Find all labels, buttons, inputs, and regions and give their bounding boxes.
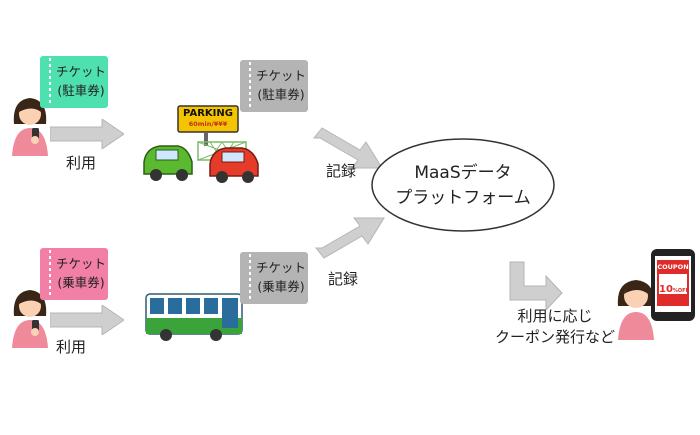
issued-bus-ticket-text: チケット (乗車券) xyxy=(256,260,307,294)
coupon-discount-value: 10 xyxy=(659,284,673,295)
issued-parking-ticket: チケット (駐車券) xyxy=(240,60,308,112)
record-label-bus: 記録 xyxy=(328,270,359,288)
person-with-coupon-icon xyxy=(614,270,658,340)
bus-ticket: チケット (乗車券) xyxy=(40,248,108,300)
parking-sign-subtext: 60min/¥¥¥ xyxy=(188,120,228,128)
parking-ticket: チケット (駐車券) xyxy=(40,56,108,108)
issued-bus-ticket: チケット (乗車券) xyxy=(240,252,308,304)
parking-lot-illustration: PARKING 60min/¥¥¥ xyxy=(142,104,262,184)
person-with-phone-icon xyxy=(8,282,52,348)
maas-platform-label: MaaSデータ プラットフォーム xyxy=(395,163,531,208)
coupon-caption: 利用に応じ クーポン発行など xyxy=(494,307,615,346)
coupon-discount: 10%OFF xyxy=(659,277,690,296)
smartphone-coupon-icon: COUPON 10%OFF xyxy=(650,248,696,322)
coupon-arrow xyxy=(506,260,564,310)
coupon-discount-unit: %OFF xyxy=(672,288,690,294)
coupon-title: COUPON xyxy=(657,263,689,271)
use-arrow-bus xyxy=(50,305,124,335)
bus-illustration xyxy=(144,290,244,342)
use-label-bus: 利用 xyxy=(56,338,87,356)
parking-sign-text: PARKING xyxy=(183,108,233,119)
issued-parking-ticket-text: チケット (駐車券) xyxy=(256,68,307,102)
bus-ticket-text: チケット (乗車券) xyxy=(56,256,107,290)
person-with-phone-icon xyxy=(8,90,52,156)
record-arrow-bus xyxy=(314,214,386,262)
use-arrow-parking xyxy=(50,119,124,149)
parking-ticket-text: チケット (駐車券) xyxy=(56,64,107,98)
use-label-parking: 利用 xyxy=(66,154,97,172)
maas-platform-node: MaaSデータ プラットフォーム xyxy=(370,137,556,233)
record-label-parking: 記録 xyxy=(326,162,357,180)
